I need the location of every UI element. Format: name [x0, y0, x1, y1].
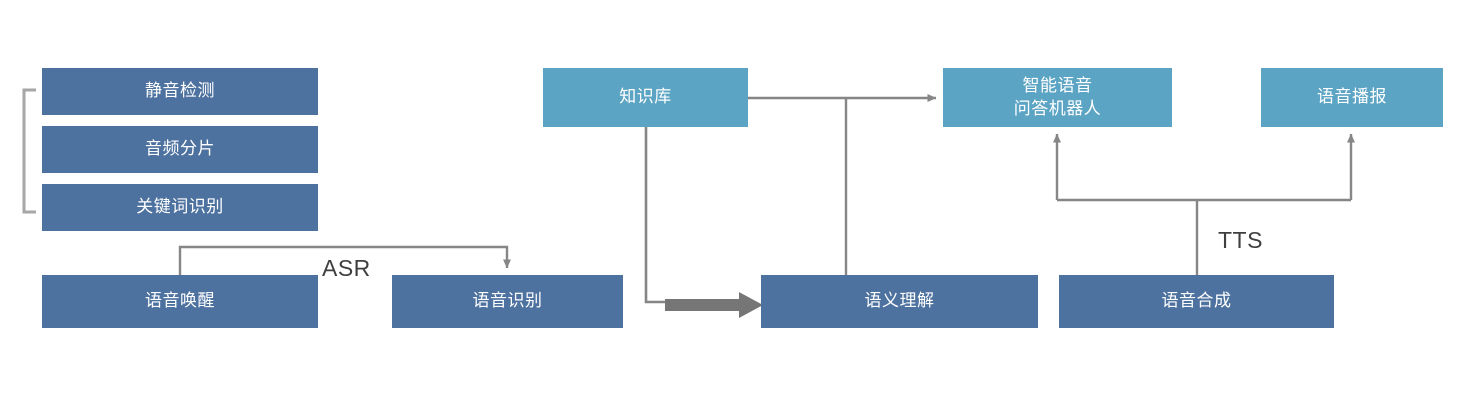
group-bracket — [22, 88, 36, 214]
edge-label-asr: ASR — [322, 255, 371, 281]
connector-synthesis-tts — [1053, 133, 1355, 275]
node-knowledge-base[interactable]: 知识库 — [543, 68, 748, 127]
node-speech-synthesis[interactable]: 语音合成 — [1059, 275, 1334, 328]
node-voice-wakeup[interactable]: 语音唤醒 — [42, 275, 318, 328]
node-speech-recognition[interactable]: 语音识别 — [392, 275, 623, 328]
node-qa-robot[interactable]: 智能语音 问答机器人 — [943, 68, 1172, 127]
connector-wakeup-to-recognition — [178, 245, 511, 275]
node-audio-segmentation[interactable]: 音频分片 — [42, 126, 318, 173]
thick-arrow-to-semantic — [665, 292, 763, 318]
connector-knowledgebase-to-robot — [748, 94, 937, 275]
node-semantic-understanding[interactable]: 语义理解 — [761, 275, 1038, 328]
node-voice-broadcast[interactable]: 语音播报 — [1261, 68, 1443, 127]
connector-knowledgebase-to-semantic — [644, 127, 667, 304]
edge-label-tts: TTS — [1218, 227, 1263, 253]
node-keyword-spotting[interactable]: 关键词识别 — [42, 184, 318, 231]
node-silence-detection[interactable]: 静音检测 — [42, 68, 318, 115]
